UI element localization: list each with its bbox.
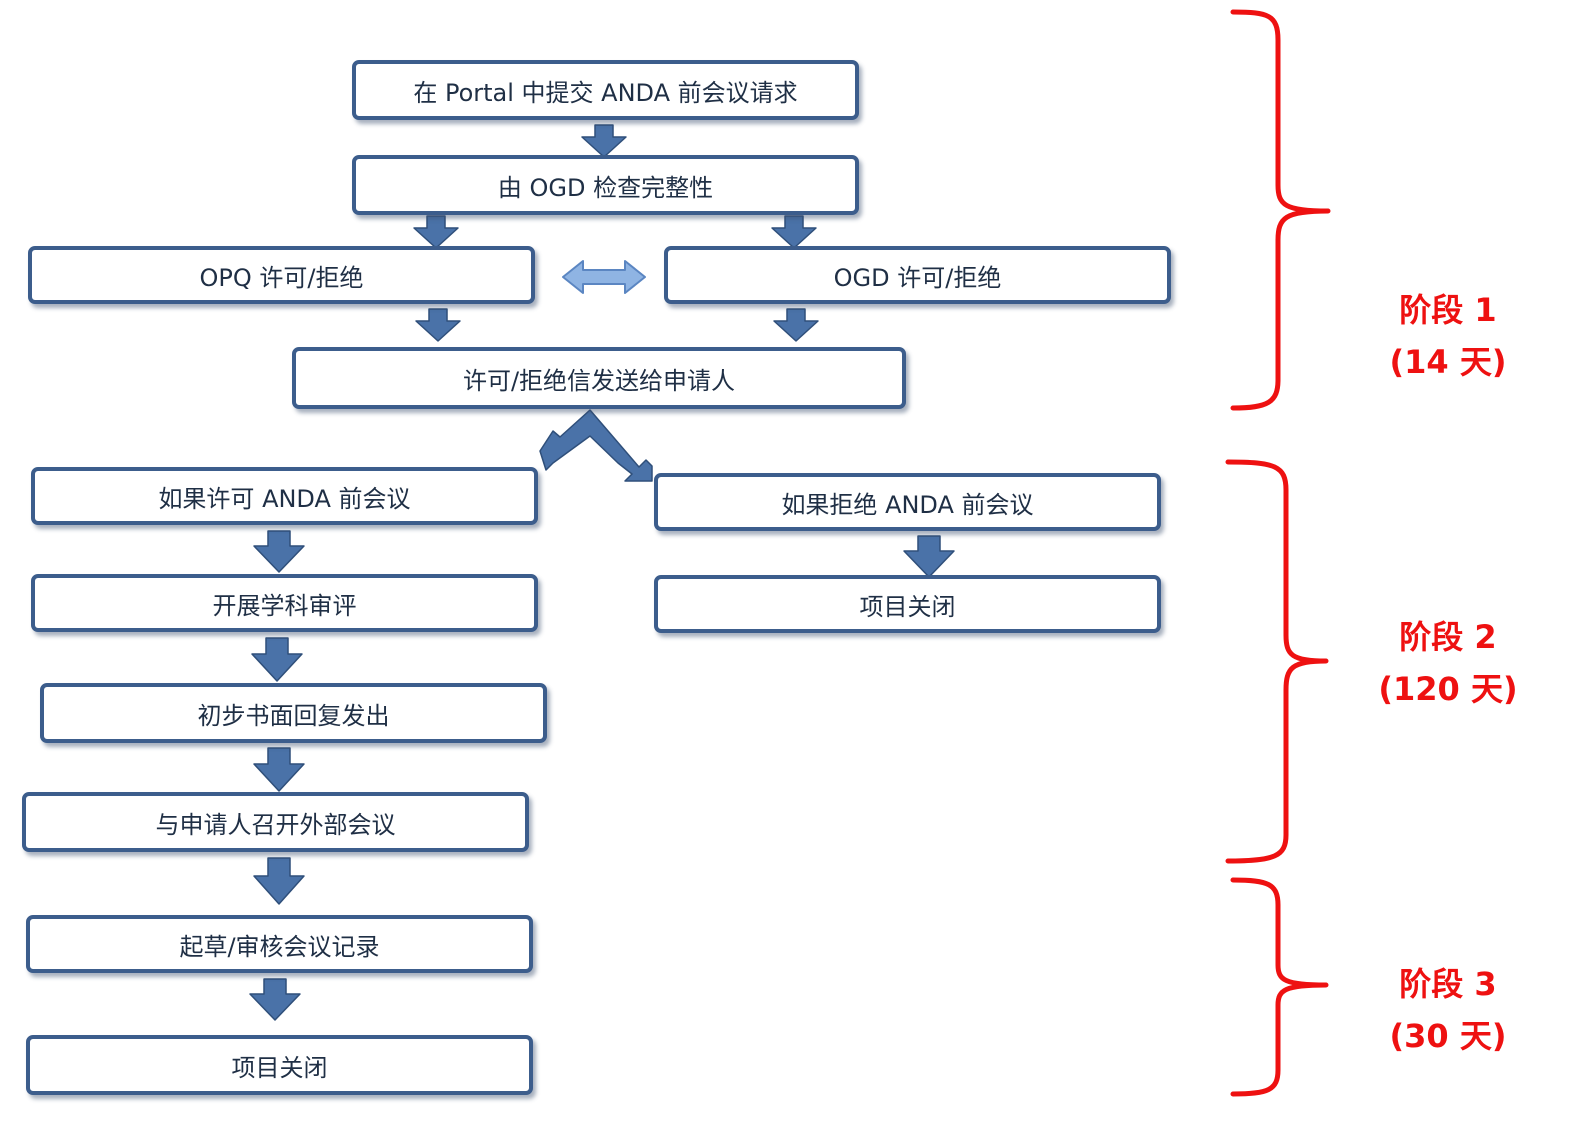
project-close-left-box: 项目关闭: [26, 1035, 533, 1095]
down-arrow: [773, 308, 819, 342]
ogd-decision-box: OGD 许可/拒绝: [664, 246, 1171, 304]
written-response-box: 初步书面回复发出: [40, 683, 547, 743]
stage-1-brace: [1230, 9, 1331, 411]
stage-3-label: 阶段 3 (30 天): [1348, 958, 1548, 1062]
down-arrow: [903, 535, 955, 578]
down-arrow: [253, 747, 305, 792]
completeness-check-box: 由 OGD 检查完整性: [352, 155, 859, 215]
down-arrow: [415, 308, 461, 342]
opq-decision-box: OPQ 许可/拒绝: [28, 246, 535, 304]
stage-2-brace: [1225, 459, 1329, 864]
letter-sent-box: 许可/拒绝信发送给申请人: [292, 347, 906, 409]
discipline-review-box: 开展学科审评: [31, 574, 538, 632]
stage-1-label: 阶段 1 (14 天): [1348, 284, 1548, 388]
stage-2-duration: (120 天): [1378, 670, 1518, 708]
submit-request-box: 在 Portal 中提交 ANDA 前会议请求: [352, 60, 859, 120]
stage-3-name: 阶段 3: [1399, 965, 1497, 1003]
double-headed-arrow: [562, 260, 646, 294]
meeting-minutes-box: 起草/审核会议记录: [26, 915, 533, 973]
down-arrow: [251, 637, 303, 682]
stage-3-duration: (30 天): [1389, 1017, 1507, 1055]
stage-1-name: 阶段 1: [1399, 291, 1497, 329]
down-arrow: [249, 978, 301, 1021]
stage-2-name: 阶段 2: [1399, 618, 1497, 656]
denied-box: 如果拒绝 ANDA 前会议: [654, 473, 1161, 531]
down-arrow: [253, 530, 305, 573]
stage-3-brace: [1230, 877, 1329, 1097]
stage-2-label: 阶段 2 (120 天): [1348, 611, 1548, 715]
stage-1-duration: (14 天): [1389, 343, 1507, 381]
granted-box: 如果许可 ANDA 前会议: [31, 467, 538, 525]
down-arrow: [771, 215, 817, 249]
down-arrow: [253, 857, 305, 905]
down-arrow: [581, 124, 627, 158]
split-arrow: [539, 409, 653, 482]
project-close-right-box: 项目关闭: [654, 575, 1161, 633]
external-meeting-box: 与申请人召开外部会议: [22, 792, 529, 852]
down-arrow: [413, 215, 459, 249]
